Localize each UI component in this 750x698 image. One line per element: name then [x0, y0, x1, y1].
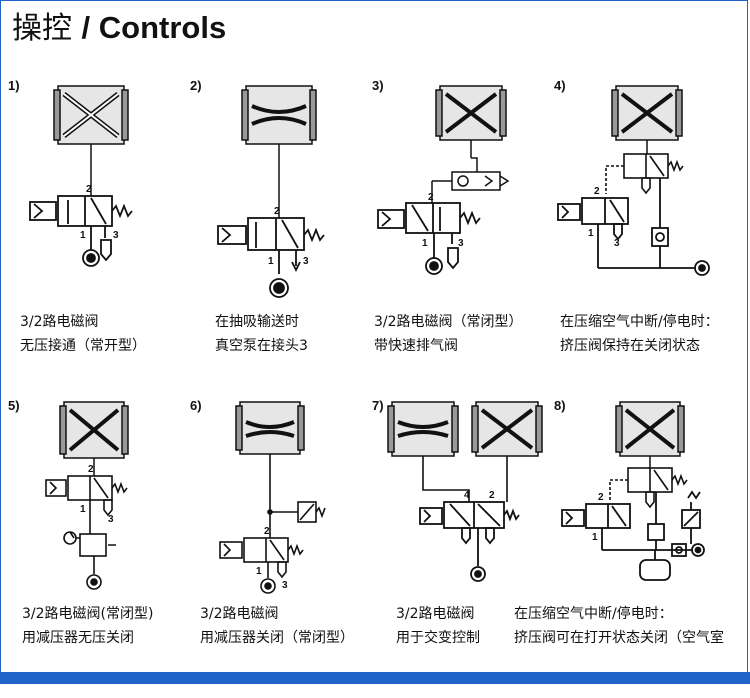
quick-exhaust-diagram: 2 1 3 — [377, 85, 510, 275]
port-label-1: 1 — [80, 230, 86, 241]
port-label-1: 1 — [268, 256, 274, 267]
solenoid-valve-icon — [219, 537, 304, 594]
caption-line-2: 用减压器关闭（常闭型） — [200, 630, 354, 646]
port-label-2: 2 — [489, 490, 495, 501]
panel-number: 7) — [372, 398, 384, 413]
title-chinese: 操控 — [12, 11, 72, 46]
port-label-1: 1 — [588, 228, 594, 239]
port-label-3: 3 — [282, 580, 288, 591]
solenoid-valve-icon — [561, 490, 705, 581]
solenoid-valve-icon — [419, 501, 520, 582]
panel-8: 8) — [514, 398, 739, 698]
solenoid-valve-icon — [557, 178, 710, 276]
panel-3: 3) 2 1 3 — [372, 78, 557, 378]
port-label-3: 3 — [458, 238, 464, 249]
caption-line-2: 挤压阀保持在关闭状态 — [560, 338, 700, 354]
pinch-valve-icon — [241, 85, 317, 145]
port-label-1: 1 — [256, 566, 262, 577]
caption-line-1: 3/2路电磁阀 — [20, 314, 99, 330]
page-title: 操控 / Controls — [12, 8, 226, 49]
caption-line-1: 3/2路电磁阀 — [396, 606, 475, 622]
port-label-3: 3 — [614, 238, 620, 249]
solenoid-valve-icon — [377, 202, 481, 275]
solenoid-valve-icon — [29, 195, 133, 267]
caption-line-2: 真空泵在接头3 — [215, 338, 308, 354]
port-label-3: 3 — [113, 230, 119, 241]
caption-line-1: 3/2路电磁阀 — [200, 606, 279, 622]
caption-line-1: 在压缩空气中断/停电时： — [560, 314, 719, 330]
pilot-valve-icon — [605, 153, 684, 195]
panel-number: 2) — [190, 78, 202, 93]
caption-line-2: 无压接通（常开型） — [20, 338, 146, 354]
pinch-valve-icon — [235, 401, 305, 455]
caption-line-2: 用于交变控制 — [396, 630, 480, 646]
port-label-3: 3 — [303, 256, 309, 267]
caption-line-2: 用减压器无压关闭 — [22, 630, 134, 646]
caption-line-1: 在压缩空气中断/停电时： — [514, 606, 673, 622]
port-label-2: 2 — [594, 186, 600, 197]
panel-number: 5) — [8, 398, 20, 413]
pinch-valve-diagram: 2 1 3 — [29, 85, 133, 267]
port-label-2: 2 — [598, 492, 604, 503]
panel-4: 4) — [554, 78, 739, 378]
pinch-valve-icon — [471, 401, 543, 457]
reducer-closed-diagram: 2 1 3 — [219, 401, 326, 594]
panel-number: 3) — [372, 78, 384, 93]
port-label-2: 2 — [428, 192, 434, 203]
vacuum-diagram: 2 1 3 — [217, 85, 325, 298]
caption-line-1: 在抽吸输送时 — [215, 314, 299, 330]
pinch-valve-icon — [387, 401, 459, 457]
caption-line-1: 3/2路电磁阀(常闭型) — [22, 606, 154, 622]
panel-number: 8) — [554, 398, 566, 413]
pinch-valve-icon — [611, 85, 683, 141]
solenoid-valve-icon — [45, 475, 128, 590]
pressure-reducer-diagram: 2 1 3 — [45, 401, 129, 590]
caption-line-2: 带快速排气阀 — [374, 338, 458, 354]
title-english: / Controls — [81, 10, 227, 45]
caption-line-2: 挤压阀可在打开状态关闭（空气室 — [514, 630, 724, 646]
pinch-valve-icon — [59, 401, 129, 459]
panel-2: 2) 2 1 3 在抽吸输送时 真空泵在接头3 — [190, 78, 375, 378]
panel-7: 7) 4 — [372, 398, 557, 698]
pinch-valve-icon — [615, 401, 685, 457]
solenoid-valve-icon — [217, 217, 325, 298]
pinch-valve-icon — [435, 85, 507, 141]
port-label-2: 2 — [264, 526, 270, 537]
caption-line-1: 3/2路电磁阀（常闭型） — [374, 314, 523, 330]
pilot-valve-icon — [609, 467, 688, 509]
bottom-accent-bar — [0, 672, 750, 684]
panel-5: 5) 2 1 3 3/2路电磁阀(常闭型) — [8, 398, 193, 698]
panel-number: 6) — [190, 398, 202, 413]
port-label-2: 2 — [86, 184, 92, 195]
port-label-2: 2 — [274, 206, 280, 217]
quick-exhaust-valve-icon — [431, 157, 510, 203]
port-label-1: 1 — [80, 504, 86, 515]
pinch-valve-icon — [53, 85, 129, 145]
port-label-4: 4 — [464, 490, 470, 501]
panel-6: 6) — [190, 398, 375, 698]
fail-closed-diagram: 2 1 3 — [557, 85, 710, 276]
pressure-switch-icon — [297, 501, 326, 523]
port-label-1: 1 — [592, 532, 598, 543]
panel-1: 1) 2 1 3 3/2路电磁阀 无压接通（常开 — [8, 78, 193, 378]
panel-number: 1) — [8, 78, 20, 93]
air-chamber-diagram: 2 1 — [561, 401, 705, 581]
port-label-3: 3 — [108, 514, 114, 525]
port-label-1: 1 — [422, 238, 428, 249]
alternating-control-diagram: 4 2 — [387, 401, 543, 582]
port-label-2: 2 — [88, 464, 94, 475]
panel-number: 4) — [554, 78, 566, 93]
